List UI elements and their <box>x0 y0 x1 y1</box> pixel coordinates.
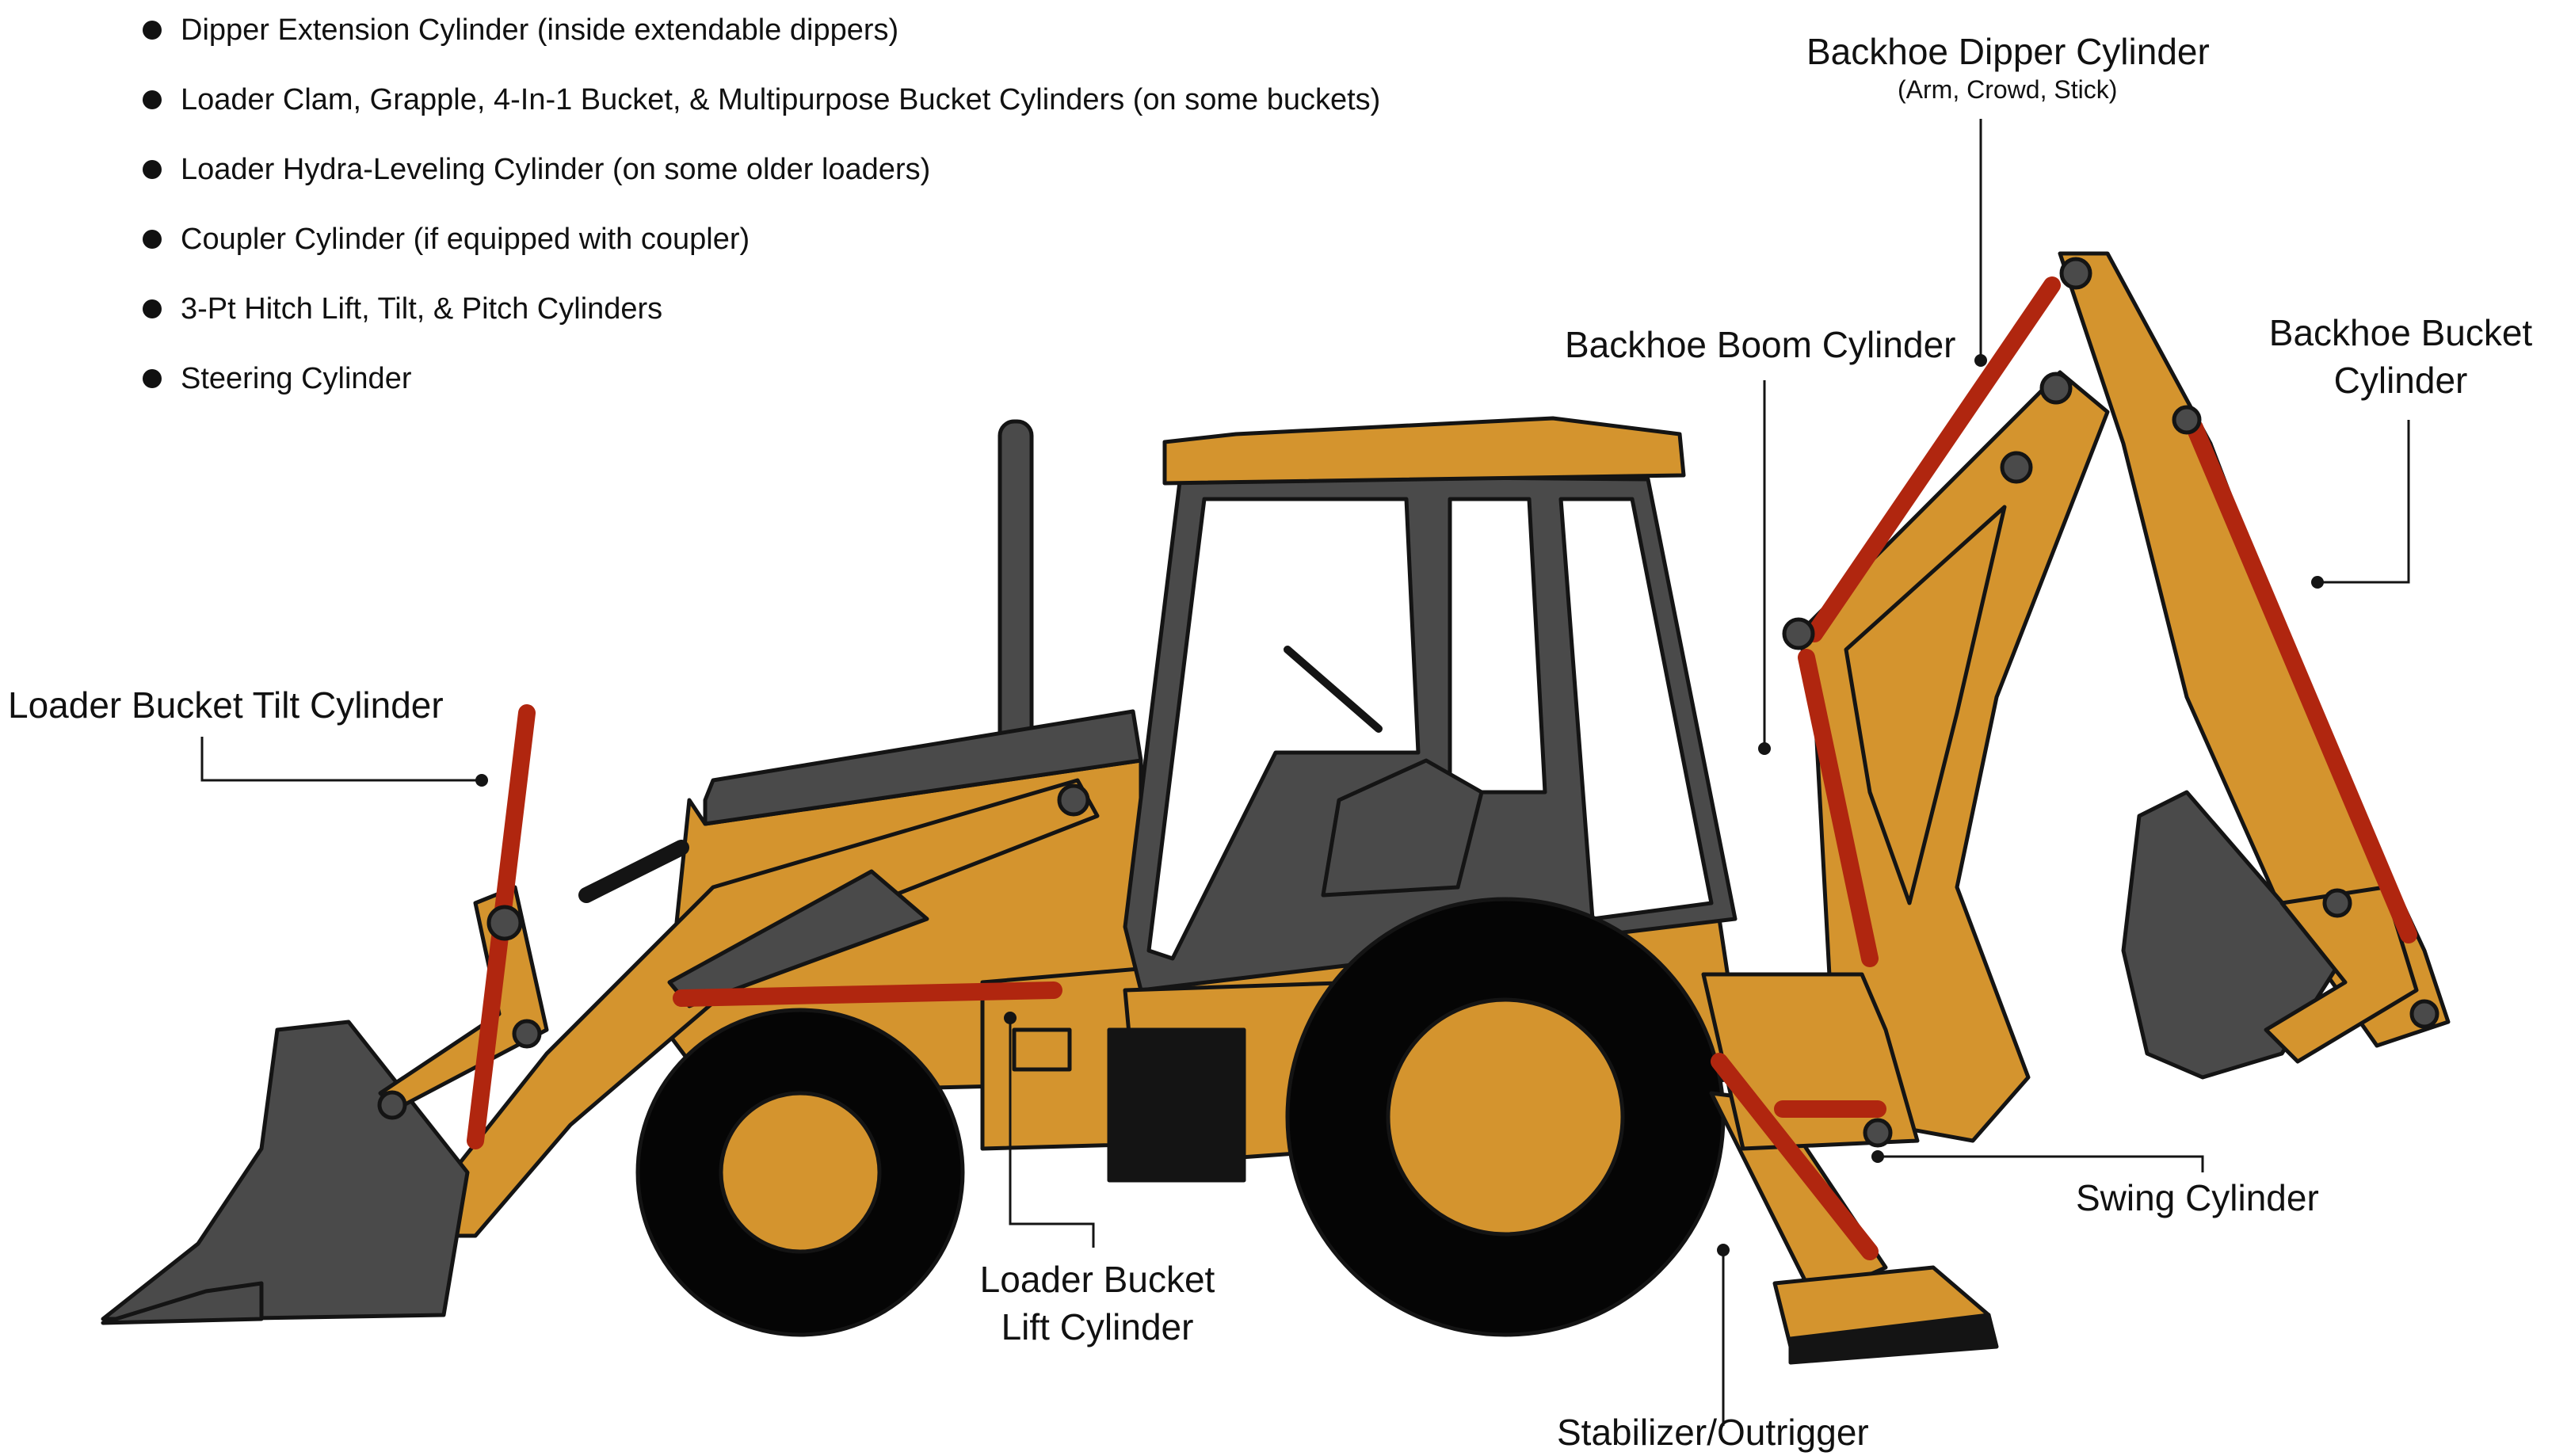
bullet-icon <box>143 21 162 40</box>
pin <box>2002 453 2031 482</box>
label-loader-bucket-lift-cylinder-line2: Lift Cylinder <box>951 1303 1244 1351</box>
pin <box>380 1092 405 1118</box>
pin <box>2174 407 2199 433</box>
leader-dot <box>475 774 488 787</box>
label-loader-bucket-tilt-cylinder: Loader Bucket Tilt Cylinder <box>8 681 444 729</box>
loader-brace <box>586 848 681 895</box>
pin <box>2062 259 2090 288</box>
pin <box>1865 1120 1890 1145</box>
bullet-icon <box>143 369 162 388</box>
list-item: Steering Cylinder <box>143 356 1380 426</box>
leader-tilt <box>202 737 479 780</box>
cab-window-door <box>1450 499 1545 792</box>
bullet-icon <box>143 230 162 249</box>
label-backhoe-bucket-cylinder-line1: Backhoe Bucket <box>2266 309 2535 356</box>
loader-bucket <box>103 1022 467 1319</box>
leader-dot <box>1871 1150 1884 1163</box>
exhaust-stack <box>1000 421 1032 754</box>
cab-roof <box>1165 418 1684 483</box>
leader-dot <box>1974 354 1987 367</box>
bullet-icon <box>143 90 162 109</box>
label-backhoe-boom-cylinder: Backhoe Boom Cylinder <box>1565 321 1955 368</box>
leader-dot <box>1758 742 1771 755</box>
step-panel <box>1109 1030 1244 1180</box>
label-stabilizer-outrigger: Stabilizer/Outrigger <box>1557 1408 1869 1456</box>
pin <box>489 907 521 939</box>
list-item: Loader Hydra-Leveling Cylinder (on some … <box>143 147 1380 217</box>
list-item: Loader Clam, Grapple, 4-In-1 Bucket, & M… <box>143 78 1380 147</box>
leader-swing <box>1878 1157 2203 1172</box>
side-box <box>1014 1030 1070 1069</box>
pin <box>2325 890 2350 916</box>
label-backhoe-dipper-cylinder-sub: (Arm, Crowd, Stick) <box>1898 75 2117 105</box>
leader-dot <box>2311 576 2324 589</box>
bullet-icon <box>143 299 162 318</box>
list-item: 3-Pt Hitch Lift, Tilt, & Pitch Cylinders <box>143 287 1380 356</box>
pin <box>1059 786 1088 814</box>
bullet-icon <box>143 160 162 179</box>
pin <box>514 1021 540 1046</box>
label-backhoe-bucket-cylinder-line2: Cylinder <box>2266 356 2535 404</box>
label-backhoe-dipper-cylinder: Backhoe Dipper Cylinder <box>1806 28 2210 75</box>
pin <box>1784 619 1813 648</box>
loader-bucket-lift-cylinder <box>681 990 1054 998</box>
leader-bucket <box>2317 420 2409 582</box>
front-rim <box>721 1093 879 1252</box>
list-item: Dipper Extension Cylinder (inside extend… <box>143 8 1380 78</box>
rear-rim <box>1388 1000 1623 1234</box>
label-loader-bucket-lift-cylinder-line1: Loader Bucket <box>951 1256 1244 1303</box>
leader-dot <box>1004 1012 1017 1024</box>
pin <box>2412 1001 2437 1027</box>
cylinder-feature-list: Dipper Extension Cylinder (inside extend… <box>143 8 1380 426</box>
list-item: Coupler Cylinder (if equipped with coupl… <box>143 217 1380 287</box>
leader-dot <box>1717 1244 1730 1256</box>
pin <box>2042 374 2070 402</box>
label-swing-cylinder: Swing Cylinder <box>2076 1174 2319 1222</box>
